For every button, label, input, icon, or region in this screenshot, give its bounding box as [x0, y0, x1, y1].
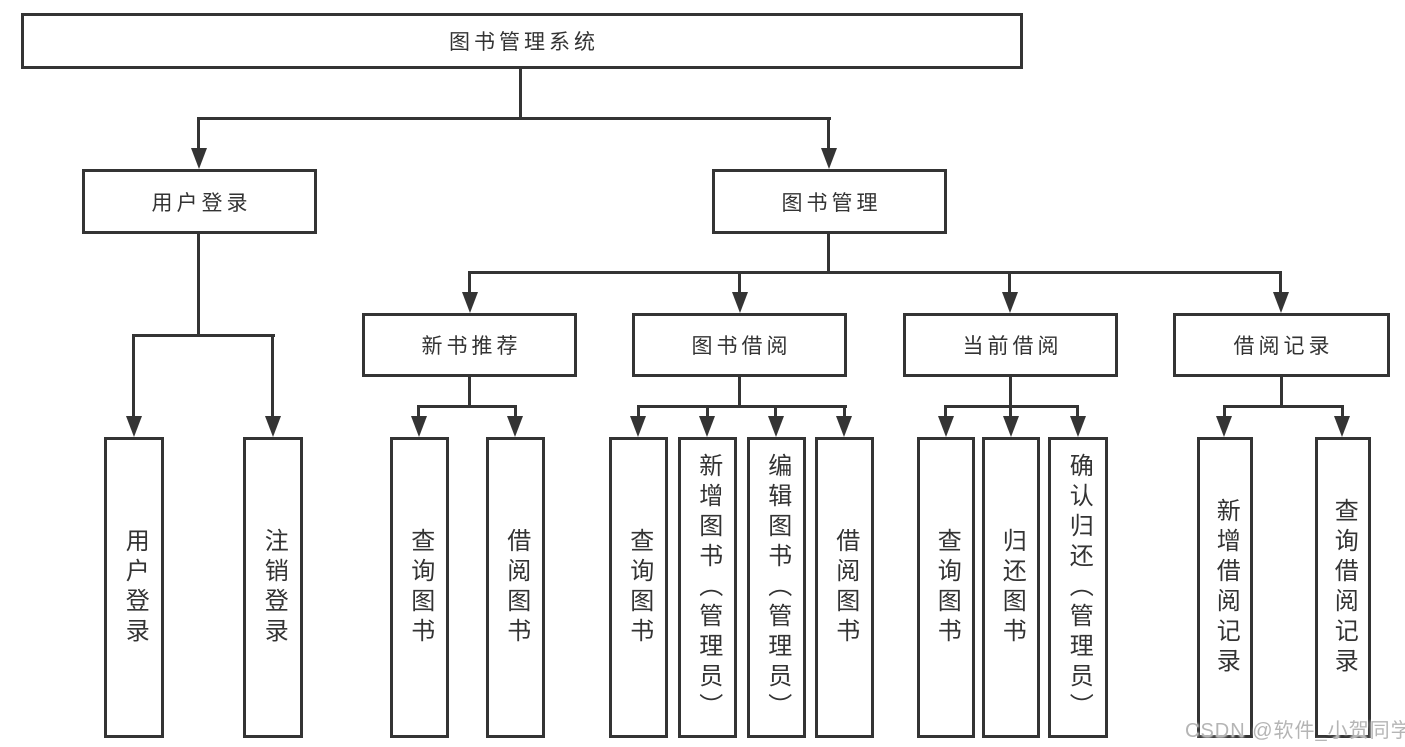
arrow-down-icon — [768, 416, 784, 437]
arrow-down-icon — [265, 416, 281, 437]
connector-leaf-drop — [843, 405, 846, 417]
leaf-query-books-box: 查询图书 — [390, 437, 449, 738]
connector-leaf-rail — [637, 405, 847, 408]
connector-level3-rail — [468, 271, 1282, 274]
connector-leaf-drop — [1076, 405, 1079, 417]
leaf-add-borrow-record-box: 新增借阅记录 — [1197, 437, 1253, 738]
connector-leaf-rail — [417, 405, 517, 408]
connector-level2-rail — [197, 117, 831, 120]
group-book-borrow-box: 图书借阅 — [632, 313, 847, 377]
leaf-query-borrow-record-box: 查询借阅记录 — [1315, 437, 1371, 738]
group-borrow-records-box: 借阅记录 — [1173, 313, 1390, 377]
arrow-down-icon — [1002, 292, 1018, 313]
branch-book-mgmt-box: 图书管理 — [712, 169, 947, 234]
connector-leaf-drop — [417, 405, 420, 417]
arrow-down-icon — [630, 416, 646, 437]
arrow-down-icon — [462, 292, 478, 313]
group-current-borrow-box: 当前借阅 — [903, 313, 1118, 377]
leaf-confirm-return-admin-box: 确认归还（管理员） — [1048, 437, 1108, 738]
leaf-add-books-admin-box: 新增图书（管理员） — [678, 437, 737, 738]
arrow-down-icon — [126, 416, 142, 437]
connector-group-stem — [1009, 377, 1012, 406]
connector-leaf-drop — [1223, 405, 1226, 417]
connector-group-drop — [468, 271, 471, 293]
connector-leaf-drop — [706, 405, 709, 417]
leaf-return-books-box: 归还图书 — [982, 437, 1040, 738]
connector-user-login-drop — [197, 117, 200, 150]
connector-group-stem — [1280, 377, 1283, 406]
leaf-user-login-box: 用户登录 — [104, 437, 164, 738]
arrow-down-icon — [1216, 416, 1232, 437]
group-new-book-box: 新书推荐 — [362, 313, 577, 377]
arrow-down-icon — [836, 416, 852, 437]
connector-group-stem — [738, 377, 741, 406]
connector-leaf-rail — [1223, 405, 1344, 408]
connector-group-drop — [738, 271, 741, 293]
leaf-query-books-box: 查询图书 — [609, 437, 668, 738]
arrow-down-icon — [411, 416, 427, 437]
branch-user-login-box: 用户登录 — [82, 169, 317, 234]
connector-book-mgmt-drop — [827, 117, 830, 150]
connector-leaf-drop — [1341, 405, 1344, 417]
arrow-down-icon — [1273, 292, 1289, 313]
leaf-query-books-box: 查询图书 — [917, 437, 975, 738]
connector-group-drop — [1279, 271, 1282, 293]
leaf-borrow-books-box: 借阅图书 — [815, 437, 874, 738]
connector-leaf-drop — [774, 405, 777, 417]
connector-leaf-drop — [944, 405, 947, 417]
connector-group-stem — [468, 377, 471, 406]
connector-leaf-drop — [1009, 405, 1012, 417]
arrow-down-icon — [1070, 416, 1086, 437]
connector-leaf-drop — [637, 405, 640, 417]
connector-book-mgmt-stem — [827, 234, 830, 272]
arrow-down-icon — [1334, 416, 1350, 437]
arrow-down-icon — [938, 416, 954, 437]
connector-group-drop — [1008, 271, 1011, 293]
leaf-logout-box: 注销登录 — [243, 437, 303, 738]
connector-leaf-drop — [132, 334, 135, 417]
leaf-edit-books-admin-box: 编辑图书（管理员） — [747, 437, 806, 738]
arrow-down-icon — [732, 292, 748, 313]
arrow-down-icon — [699, 416, 715, 437]
connector-user-login-rail — [132, 334, 275, 337]
arrow-down-icon — [1003, 416, 1019, 437]
arrow-down-icon — [191, 148, 207, 169]
connector-leaf-drop — [514, 405, 517, 417]
connector-user-login-stem — [197, 234, 200, 334]
watermark: CSDN @软件_小贺同学 — [1185, 720, 1405, 742]
arrow-down-icon — [507, 416, 523, 437]
leaf-borrow-books-box: 借阅图书 — [486, 437, 545, 738]
connector-leaf-drop — [271, 334, 274, 417]
arrow-down-icon — [821, 148, 837, 169]
root-node-box: 图书管理系统 — [21, 13, 1023, 69]
connector-root-stem — [519, 69, 522, 117]
